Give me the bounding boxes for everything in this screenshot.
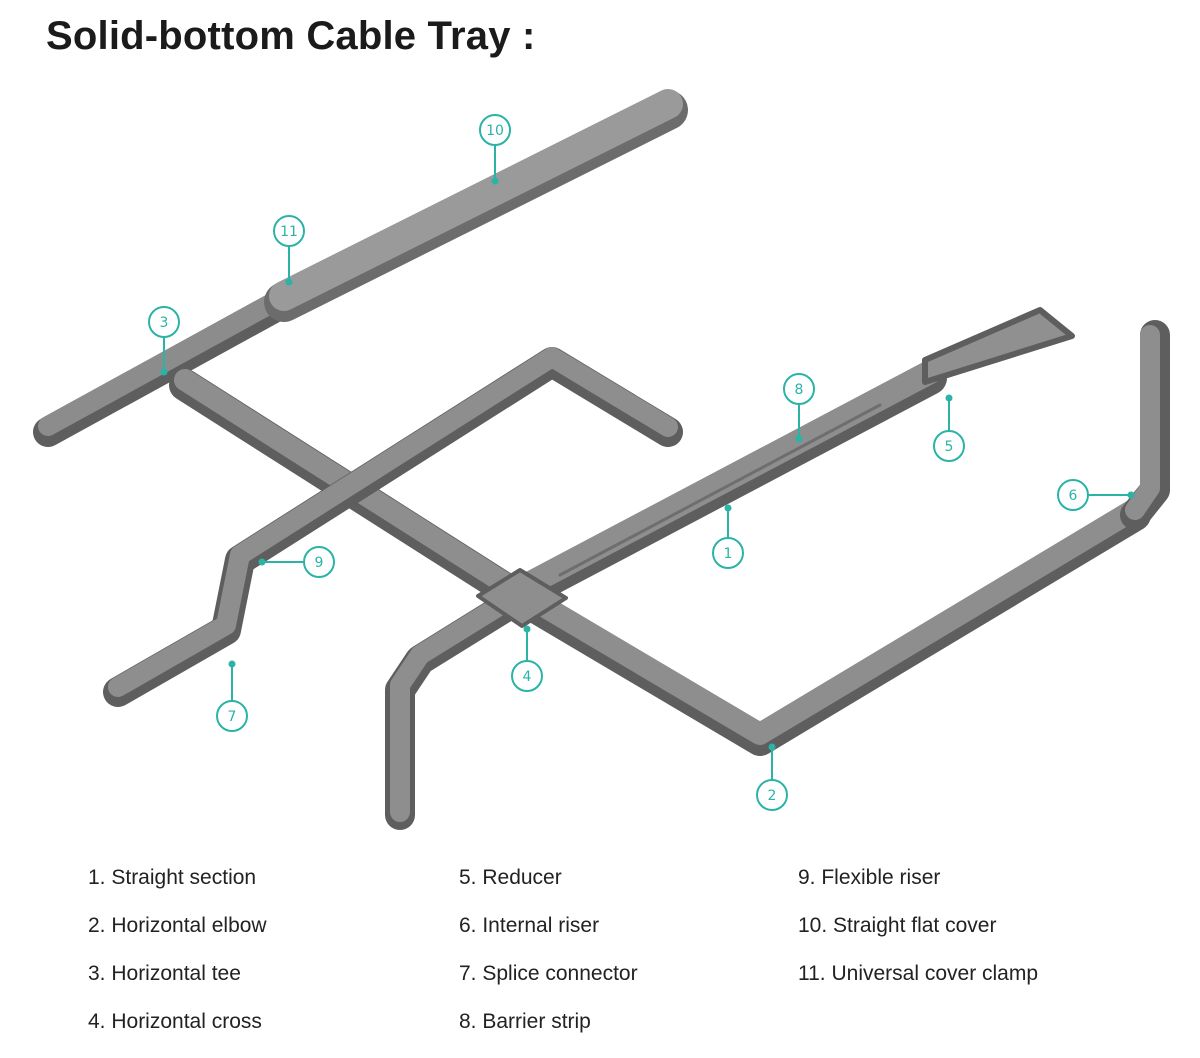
callout-circle [1057, 479, 1089, 511]
straight-flat-cover [264, 89, 688, 322]
legend-item: 1. Straight section [88, 866, 257, 889]
flexible-riser-loop [103, 347, 683, 707]
callout-circle [148, 306, 180, 338]
callout-number: 4 [523, 669, 532, 685]
callout-11: 11 [273, 215, 305, 286]
tray-assembly [33, 89, 1170, 830]
legend-item: 6. Internal riser [459, 914, 600, 937]
callout-10: 10 [479, 114, 511, 185]
callout-circle [479, 114, 511, 146]
legend-column-2: 5. Reducer 6. Internal riser 7. Splice c… [459, 866, 638, 1058]
callout-circle [712, 537, 744, 569]
callout-dot [945, 394, 953, 402]
callout-dot [491, 177, 499, 185]
callout-dot [768, 743, 776, 751]
legend-item: 5. Reducer [459, 866, 562, 889]
callout-number: 7 [228, 709, 237, 725]
legend-item: 10. Straight flat cover [798, 914, 997, 937]
callout-8: 8 [783, 373, 815, 443]
cross-to-vertical [385, 583, 535, 830]
callout-dot [160, 368, 168, 376]
legend-item: 7. Splice connector [459, 962, 638, 985]
callout-dot [1127, 491, 1135, 499]
callout-circle [756, 779, 788, 811]
legend-item: 11. Universal cover clamp [798, 962, 1039, 985]
callout-circle [783, 373, 815, 405]
callout-4: 4 [511, 625, 543, 692]
callout-number: 11 [280, 224, 298, 240]
legend-column-3: 9. Flexible riser 10. Straight flat cove… [798, 866, 1038, 1010]
callout-circle [303, 546, 335, 578]
callout-number: 1 [724, 546, 733, 562]
callout-7: 7 [216, 660, 248, 732]
callout-9: 9 [258, 546, 335, 578]
callout-circle [511, 660, 543, 692]
callout-dot [228, 660, 236, 668]
page-title: Solid-bottom Cable Tray : [46, 14, 536, 58]
callout-number: 10 [486, 123, 504, 139]
straight-section [508, 360, 947, 609]
callout-number: 6 [1069, 488, 1078, 504]
legend-item: 9. Flexible riser [798, 866, 941, 889]
callout-6: 6 [1057, 479, 1135, 511]
callout-circle [933, 430, 965, 462]
callout-dot [523, 625, 531, 633]
legend-column-1: 1. Straight section 2. Horizontal elbow … [88, 866, 267, 1058]
callout-number: 8 [795, 382, 804, 398]
legend-item: 8. Barrier strip [459, 1010, 591, 1033]
cross-to-elbow [504, 498, 1151, 756]
callout-1: 1 [712, 504, 744, 569]
callout-circle [273, 215, 305, 247]
callout-2: 2 [756, 743, 788, 811]
callouts: 1 2 3 4 5 6 7 8 9 10 11 [148, 114, 1135, 811]
callout-circle [216, 700, 248, 732]
cable-tray-diagram: 1 2 3 4 5 6 7 8 9 10 11 [33, 89, 1170, 830]
callout-5: 5 [933, 394, 965, 462]
callout-number: 2 [768, 788, 777, 804]
callout-dot [724, 504, 732, 512]
legend-item: 3. Horizontal tee [88, 962, 241, 985]
callout-dot [258, 558, 266, 566]
horizontal-cross [476, 568, 568, 628]
legend-item: 4. Horizontal cross [88, 1010, 262, 1033]
callout-number: 5 [945, 439, 954, 455]
callout-number: 9 [315, 555, 324, 571]
callout-dot [795, 435, 803, 443]
callout-number: 3 [160, 315, 169, 331]
main-tray-run [33, 282, 307, 447]
internal-riser [1120, 320, 1170, 530]
legend: 1. Straight section 2. Horizontal elbow … [0, 866, 1200, 1056]
callout-3: 3 [148, 306, 180, 376]
legend-item: 2. Horizontal elbow [88, 914, 267, 937]
reducer [922, 307, 1075, 385]
callout-dot [285, 278, 293, 286]
